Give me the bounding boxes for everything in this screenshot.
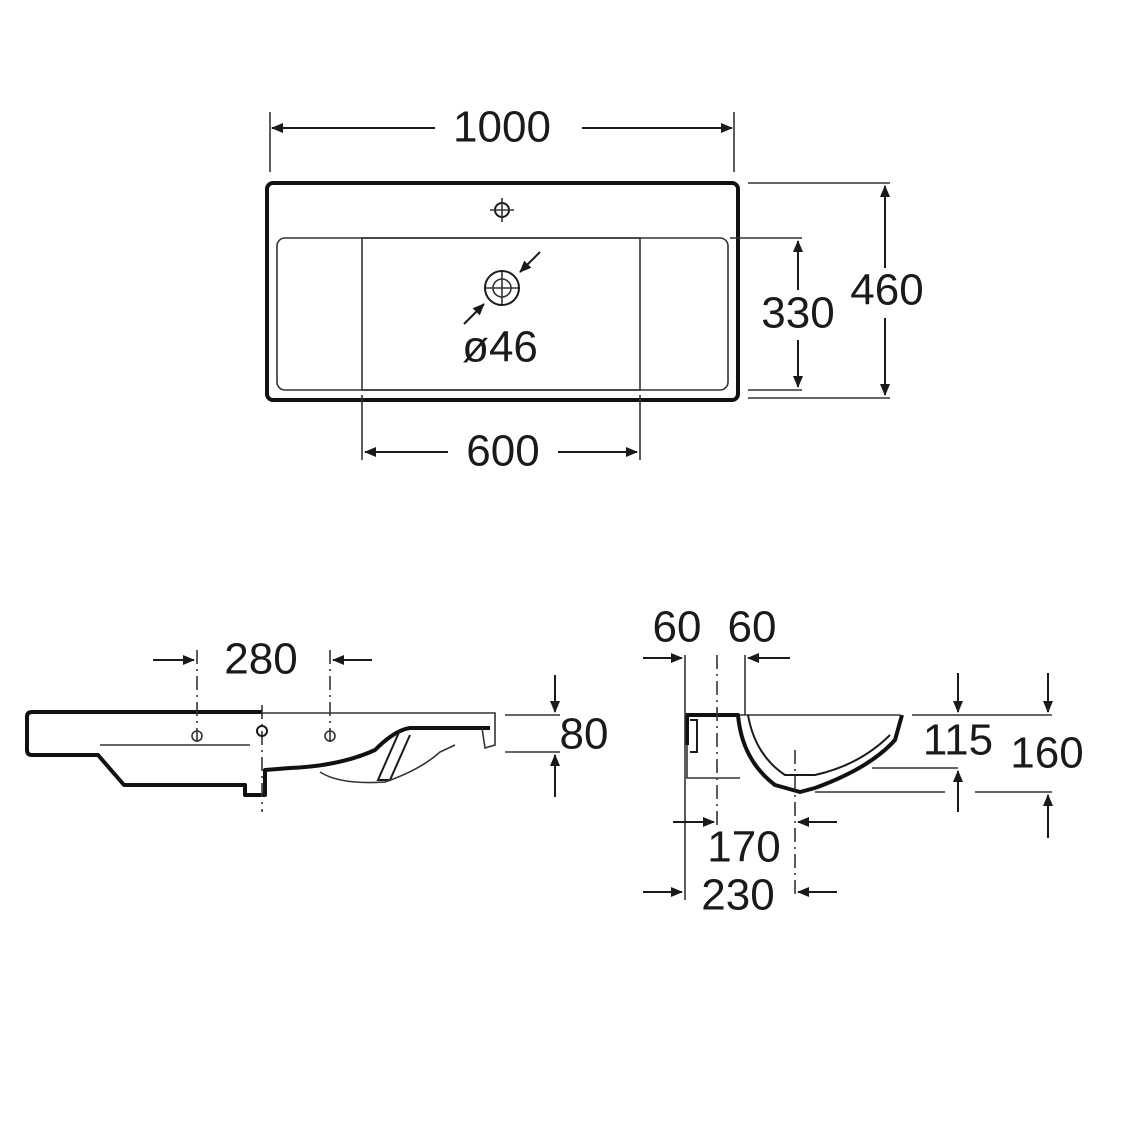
top-view: ø46 1000 460 330 600 [265,103,924,476]
side-view: 60 60 115 160 170 230 [643,603,1084,920]
bowl-depth-dimension: 330 [761,289,834,338]
hole-spacing-dimension: 280 [224,635,297,684]
total-offset-dimension: 230 [701,871,774,920]
drain-diameter-label: ø46 [462,323,538,372]
width-dimension: 1000 [453,103,551,152]
drain-offset-dimension: 170 [707,823,780,872]
front-view: 280 80 [25,635,609,812]
left-offset-dimension: 60 [653,603,702,652]
front-outline [25,710,490,797]
tap-hole-icon [490,198,514,222]
right-offset-dimension: 60 [728,603,777,652]
bowl-height-dimension: 115 [923,716,993,765]
tap-hole-icon [191,730,203,742]
depth-dimension: 460 [850,266,923,315]
tap-hole-icon [324,730,336,742]
total-height-dimension: 160 [1010,729,1083,778]
drain-icon [463,251,541,325]
bowl-outline [361,237,641,391]
rim-height-dimension: 80 [560,710,609,759]
side-outline [685,713,904,794]
bowl-width-dimension: 600 [466,427,539,476]
tap-hole-icon [256,725,268,737]
basin-outline [265,181,740,402]
